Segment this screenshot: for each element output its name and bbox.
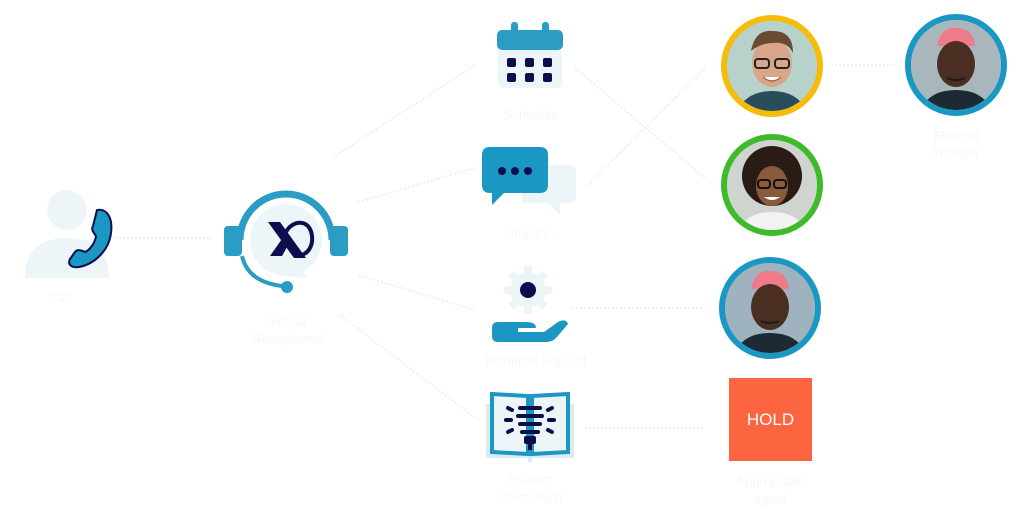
receptionist-label: Virtual Receptionist: [230, 313, 346, 347]
agent-avatar-yellow: [721, 15, 823, 117]
product-node: [484, 390, 576, 462]
calendar-icon: [497, 22, 563, 88]
inquiry-label: Inquiry: [510, 226, 550, 241]
inquiry-node: [482, 145, 578, 217]
agent-avatar-green: [721, 134, 823, 236]
book-lightbulb-icon: [486, 391, 574, 462]
transfer-avatar: [905, 14, 1007, 116]
schedule-node: [496, 20, 566, 90]
receptionist-node: [220, 182, 352, 297]
schedule-label: Schedule: [503, 107, 559, 122]
chat-bubbles-icon: [482, 147, 576, 215]
agent-avatar-icon: [725, 263, 815, 353]
hold-label: Appropriate agent: [710, 473, 830, 507]
gear-hand-icon: [492, 266, 568, 342]
edge-receptionist-product: [339, 314, 479, 421]
edge-receptionist-inquiry: [357, 167, 476, 203]
call-node: [15, 188, 115, 280]
call-label: Call: [48, 290, 72, 305]
edge-receptionist-support: [357, 274, 476, 311]
edge-inquiry-agent: [587, 67, 706, 186]
hold-label-line1: Appropriate: [736, 474, 804, 489]
hold-box: HOLD: [729, 378, 812, 461]
agent-avatar-icon: [727, 21, 817, 111]
caller-phone-icon: [25, 190, 113, 278]
receptionist-label-line2: Receptionist: [252, 331, 324, 346]
edge-schedule-agent: [574, 67, 706, 179]
transfer-label: Efficient Transfer: [900, 127, 1012, 161]
agent-avatar-blue: [719, 257, 821, 359]
product-label: Product Information: [475, 471, 585, 505]
hold-label-line2: agent: [753, 491, 787, 506]
headset-logo-icon: [224, 190, 348, 293]
support-node: [490, 266, 572, 344]
transfer-label-line1: Efficient: [932, 128, 979, 143]
transfer-label-line2: Transfer: [932, 145, 980, 160]
product-label-line2: Information: [497, 489, 563, 504]
receptionist-label-line1: Virtual: [269, 314, 307, 329]
agent-avatar-icon: [911, 20, 1001, 110]
edge-receptionist-schedule: [331, 64, 476, 159]
product-label-line1: Product: [507, 472, 553, 487]
support-label: Technical Support: [483, 353, 587, 368]
agent-avatar-icon: [727, 140, 817, 230]
